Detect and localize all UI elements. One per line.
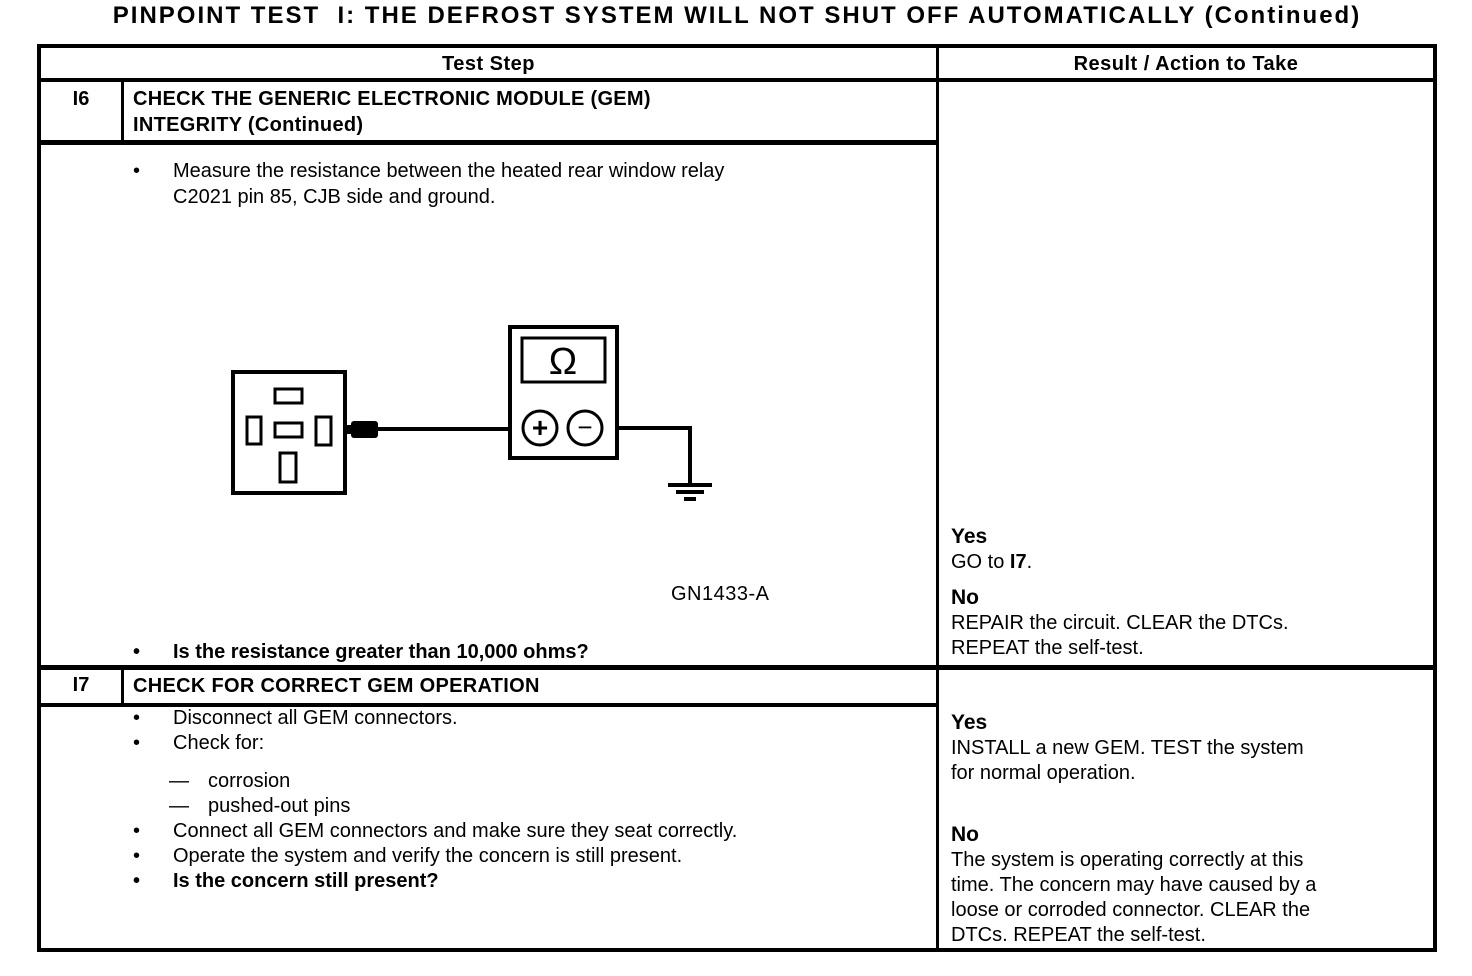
list-subitem: — pushed-out pins	[133, 794, 933, 819]
i6-yes-action: GO to I7.	[951, 551, 1033, 573]
figure-label: GN1433-A	[671, 583, 770, 605]
pinpoint-test-table: Test Step Result / Action to Take I6 CHE…	[37, 44, 1437, 952]
relay-connector-socket	[231, 370, 347, 495]
i7-steps: • Disconnect all GEM connectors. • Check…	[133, 706, 933, 894]
dash-icon: —	[169, 770, 189, 792]
i7-no-label: No	[951, 823, 979, 846]
i7-subitem-text: corrosion	[208, 770, 291, 792]
step-id-i6: I6	[72, 88, 90, 110]
i7-header-bottom-rule	[41, 703, 939, 707]
i7-yes-action: INSTALL a new GEM. TEST the system for n…	[951, 737, 1304, 784]
bullet-icon: •	[133, 820, 141, 842]
step-reference: I7	[1009, 551, 1027, 573]
i6-yes-label: Yes	[951, 525, 988, 548]
measurement-diagram: Ω + −	[231, 325, 712, 501]
i6-no-label: No	[951, 586, 979, 609]
ohmmeter: Ω + −	[508, 325, 619, 460]
i6-number-divider	[121, 82, 124, 140]
i7-number-divider	[121, 670, 124, 703]
step-title-i7: CHECK FOR CORRECT GEM OPERATION	[133, 675, 540, 697]
i7-question: • Is the concern still present?	[133, 869, 933, 894]
test-probe	[345, 421, 378, 438]
dash-icon: —	[169, 795, 189, 817]
i6-step-measure-text: Measure the resistance between the heate…	[173, 160, 725, 208]
i6-header-bottom-rule	[41, 140, 939, 145]
i7-step-text: Connect all GEM connectors and make sure…	[173, 820, 738, 842]
i7-step-text: Check for:	[173, 732, 265, 754]
i7-no-action: The system is operating correctly at thi…	[951, 849, 1317, 946]
row-divider-i6-i7	[41, 665, 1433, 670]
column-header-result-action: Result / Action to Take	[1073, 53, 1299, 75]
i6-result-cell: Yes GO to I7. No REPAIR the circuit. CLE…	[951, 524, 1441, 661]
i7-step-text: Disconnect all GEM connectors.	[173, 707, 458, 729]
list-subitem: — corrosion	[133, 769, 933, 794]
column-header-test-step: Test Step	[441, 53, 536, 75]
i7-result-cell: Yes INSTALL a new GEM. TEST the system f…	[951, 710, 1441, 948]
bullet-icon: •	[133, 707, 141, 729]
bullet-icon: •	[133, 732, 141, 754]
ohmmeter-display	[520, 336, 607, 384]
list-item: • Check for:	[133, 731, 933, 756]
page-title: PINPOINT TEST I: THE DEFROST SYSTEM WILL…	[112, 2, 1362, 29]
i6-question: • Is the resistance greater than 10,000 …	[133, 639, 923, 665]
minus-jack-symbol: −	[577, 412, 592, 442]
plus-jack	[521, 409, 559, 447]
pin-top	[273, 387, 304, 405]
i6-question-text: Is the resistance greater than 10,000 oh…	[173, 641, 589, 663]
i7-step-text: Operate the system and verify the concer…	[173, 845, 683, 867]
pin-left	[245, 415, 263, 446]
bullet-icon: •	[133, 160, 141, 182]
list-item: • Disconnect all GEM connectors.	[133, 706, 933, 731]
bullet-icon: •	[133, 845, 141, 867]
plus-jack-symbol: +	[532, 412, 548, 443]
list-item: • Operate the system and verify the conc…	[133, 844, 933, 869]
column-divider	[936, 48, 939, 948]
header-bottom-rule	[41, 78, 1433, 82]
step-id-i7: I7	[72, 674, 90, 696]
i7-yes-label: Yes	[951, 711, 988, 734]
pin-right	[314, 415, 333, 447]
list-item: • Connect all GEM connectors and make su…	[133, 819, 933, 844]
ground-wire	[585, 426, 692, 484]
bullet-icon: •	[133, 870, 141, 892]
ground-symbol	[668, 483, 712, 501]
i7-subitem-text: pushed-out pins	[208, 795, 351, 817]
pin-bottom	[278, 451, 298, 484]
ohm-symbol: Ω	[549, 341, 577, 383]
minus-jack	[566, 409, 604, 447]
pin-center	[273, 421, 304, 439]
bullet-icon: •	[133, 641, 141, 663]
step-title-i6: CHECK THE GENERIC ELECTRONIC MODULE (GEM…	[133, 88, 651, 136]
i6-step-measure: • Measure the resistance between the hea…	[133, 158, 923, 210]
i6-no-action: REPAIR the circuit. CLEAR the DTCs. REPE…	[951, 612, 1289, 659]
i7-question-text: Is the concern still present?	[173, 870, 439, 892]
